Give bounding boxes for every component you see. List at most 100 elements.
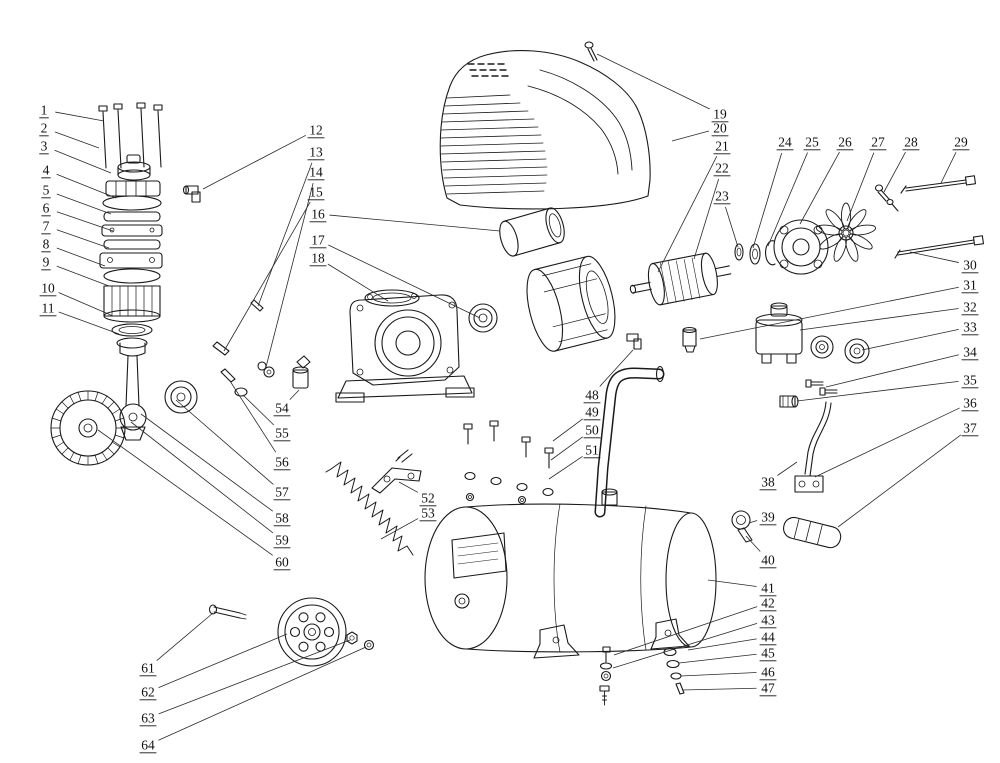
part-elbow-12 bbox=[182, 185, 201, 203]
callout-60: 60 bbox=[275, 554, 289, 569]
part-drain-fasteners-42-47 bbox=[599, 646, 685, 706]
part-cylinder-sleeve-16 bbox=[499, 207, 565, 257]
part-tank-elbow-48 bbox=[626, 333, 642, 350]
callout-1: 1 bbox=[41, 102, 48, 117]
leader-line-48 bbox=[599, 349, 634, 387]
leader-line-36 bbox=[814, 407, 960, 478]
callout-36: 36 bbox=[963, 395, 977, 410]
part-screw-19 bbox=[584, 41, 598, 62]
callout-50: 50 bbox=[585, 422, 599, 437]
part-handle-tube bbox=[594, 365, 665, 518]
part-handle-grip-37 bbox=[783, 516, 842, 549]
part-shroud bbox=[439, 50, 651, 210]
part-cooling-fan-27 bbox=[815, 202, 877, 262]
part-cap-64 bbox=[363, 639, 375, 651]
leader-line-17 bbox=[328, 244, 481, 319]
part-unloader-tube-36 bbox=[794, 401, 832, 493]
part-nut-63 bbox=[346, 631, 358, 645]
callout-54: 54 bbox=[275, 400, 289, 415]
callout-14: 14 bbox=[309, 164, 323, 179]
leader-line-26 bbox=[799, 151, 840, 225]
leader-line-59 bbox=[130, 421, 274, 534]
callout-7: 7 bbox=[43, 218, 50, 233]
leader-line-14 bbox=[265, 183, 314, 368]
leader-line-45 bbox=[678, 653, 757, 664]
leader-line-64 bbox=[158, 646, 367, 741]
leader-line-21 bbox=[657, 156, 718, 273]
callout-22: 22 bbox=[715, 160, 729, 175]
leader-line-10 bbox=[58, 292, 114, 317]
callout-32: 32 bbox=[963, 299, 977, 314]
callout-11: 11 bbox=[42, 300, 55, 315]
leader-line-5 bbox=[56, 193, 112, 215]
part-screws-28 bbox=[874, 184, 899, 212]
callout-20: 20 bbox=[713, 120, 727, 135]
leader-line-40 bbox=[745, 535, 761, 552]
leader-line-30 bbox=[909, 251, 959, 263]
callout-9: 9 bbox=[43, 254, 50, 269]
leader-line-23 bbox=[725, 206, 739, 248]
callout-6: 6 bbox=[43, 200, 50, 215]
callout-3: 3 bbox=[41, 138, 48, 153]
callout-17: 17 bbox=[311, 232, 325, 247]
callout-5: 5 bbox=[43, 182, 50, 197]
part-bracket-52 bbox=[371, 449, 422, 494]
leader-line-15 bbox=[223, 201, 311, 352]
leader-line-28 bbox=[883, 151, 906, 193]
shroud-vent-grille bbox=[467, 63, 509, 77]
callout-44: 44 bbox=[761, 629, 775, 644]
callout-26: 26 bbox=[838, 134, 852, 149]
callout-23: 23 bbox=[715, 188, 729, 203]
leader-line-60 bbox=[97, 429, 273, 556]
callout-48: 48 bbox=[585, 387, 599, 402]
leader-line-12 bbox=[202, 134, 307, 190]
leader-line-16 bbox=[329, 214, 501, 232]
leader-line-7 bbox=[56, 229, 110, 249]
part-couplers-33 bbox=[810, 335, 870, 364]
leader-line-51 bbox=[548, 456, 583, 480]
leader-line-13 bbox=[257, 162, 313, 307]
callout-19: 19 bbox=[713, 106, 727, 121]
callout-49: 49 bbox=[585, 404, 599, 419]
callout-64: 64 bbox=[141, 737, 155, 752]
callout-34: 34 bbox=[963, 344, 977, 359]
leader-line-11 bbox=[58, 311, 120, 335]
callout-33: 33 bbox=[963, 319, 977, 334]
leader-line-18 bbox=[327, 263, 389, 302]
callout-18: 18 bbox=[311, 250, 325, 265]
callout-8: 8 bbox=[43, 236, 50, 251]
callout-35: 35 bbox=[963, 372, 977, 387]
leader-line-50 bbox=[550, 436, 583, 461]
callout-56: 56 bbox=[275, 454, 289, 469]
leader-line-22 bbox=[693, 178, 720, 260]
leader-line-33 bbox=[861, 328, 959, 351]
leader-line-49 bbox=[552, 418, 584, 442]
leader-line-43 bbox=[612, 623, 758, 669]
leader-line-31 bbox=[699, 286, 959, 340]
part-check-valve-31 bbox=[682, 326, 697, 353]
callout-15: 15 bbox=[309, 184, 323, 199]
leader-line-19 bbox=[596, 53, 710, 110]
leader-line-42 bbox=[613, 606, 758, 656]
leader-line-54 bbox=[289, 389, 300, 400]
part-fan-wheel bbox=[50, 390, 126, 466]
leader-line-6 bbox=[56, 211, 114, 232]
callout-51: 51 bbox=[585, 442, 599, 457]
leader-line-1 bbox=[55, 111, 105, 122]
diagram-artwork bbox=[50, 41, 985, 706]
leader-line-38 bbox=[777, 461, 798, 476]
leader-line-63 bbox=[158, 639, 351, 715]
leader-line-46 bbox=[680, 672, 757, 677]
part-pressure-switch-32 bbox=[755, 302, 803, 364]
callout-31: 31 bbox=[963, 277, 977, 292]
callout-47: 47 bbox=[761, 680, 775, 695]
part-cylinder-head-stack bbox=[99, 154, 163, 357]
leader-line-61 bbox=[156, 612, 214, 661]
leader-line-52 bbox=[398, 481, 419, 493]
callout-53: 53 bbox=[421, 505, 435, 520]
callout-29: 29 bbox=[954, 134, 968, 149]
leader-line-20 bbox=[671, 130, 710, 142]
callout-27: 27 bbox=[871, 134, 885, 149]
